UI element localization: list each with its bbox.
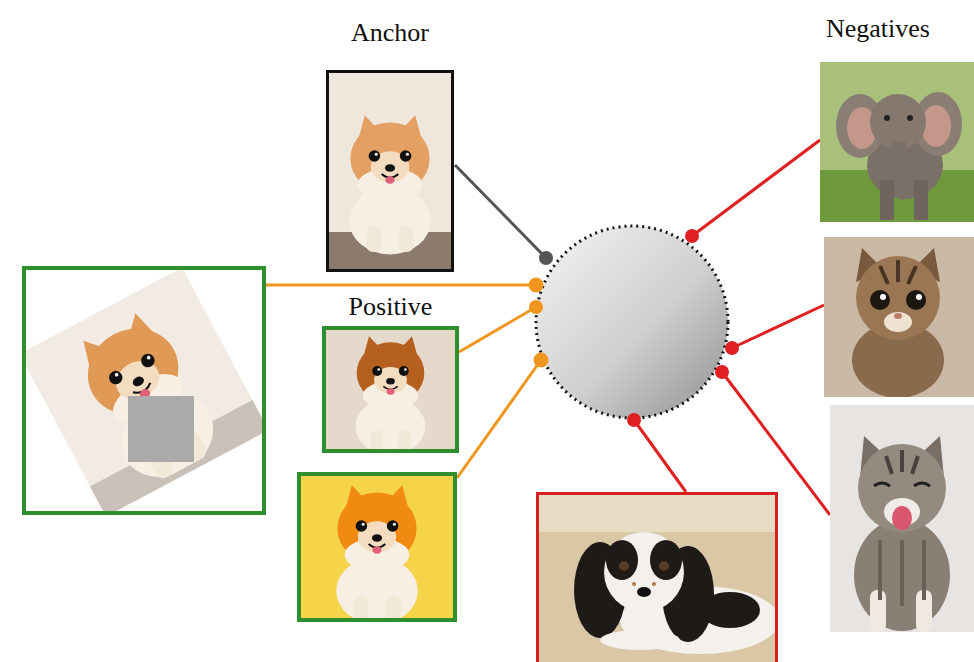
- augmented-photo-rotated-part-part-part: [24, 268, 264, 513]
- connector-dots-part: [725, 341, 739, 355]
- spaniel-photo-part-part: [632, 582, 636, 586]
- elephant-photo-part: [891, 140, 910, 200]
- kitten-photo-part: [824, 237, 974, 397]
- spaniel-photo: [536, 492, 780, 662]
- spaniel-photo-part: [536, 492, 778, 662]
- connector-lines-part: [457, 360, 541, 478]
- kitten-photo-part: [856, 256, 940, 340]
- positive-image-box: Positive: [322, 326, 459, 453]
- spaniel-photo-part-part: [650, 540, 682, 580]
- augmented-photo-rotated-part-part: [128, 396, 194, 462]
- augmented-photo-color-part: [297, 472, 457, 622]
- anchor-photo-part: [326, 70, 454, 272]
- elephant-photo: [820, 62, 974, 222]
- kitten-photo-part: [874, 483, 930, 486]
- augmented-photo-color-part: [299, 474, 455, 620]
- connector-lines-part: [634, 420, 686, 492]
- connector-lines-part: [459, 307, 536, 352]
- kitten-photo-part: [906, 290, 926, 310]
- elephant-photo-part: [880, 180, 894, 220]
- kitten-photo: [830, 405, 974, 632]
- elephant-photo-part: [884, 115, 890, 121]
- spaniel-photo-part: [538, 494, 777, 662]
- kitten-photo-part: [886, 450, 918, 474]
- spaniel-photo-part-part: [606, 540, 638, 580]
- spaniel-photo-part-part: [659, 561, 669, 571]
- group-heading: Negatives: [826, 14, 930, 44]
- spaniel-photo-part-part: [652, 582, 656, 586]
- embedding-sphere-part: [536, 226, 728, 418]
- connector-dots: [529, 229, 740, 427]
- anchor-photo-part: [349, 115, 431, 254]
- positive-photo-part: [356, 336, 426, 453]
- kitten-photo-part: [884, 312, 912, 332]
- elephant-photo-part: [907, 115, 913, 121]
- anchor-image-box: Anchor: [326, 70, 454, 272]
- kitten-photo-part: [830, 405, 974, 632]
- elephant-photo-part: [820, 62, 974, 222]
- augmented-photo-color: [297, 472, 457, 624]
- augmented-photo-rotated: [20, 266, 269, 516]
- connector-lines-part: [732, 305, 824, 348]
- kitten-photo: [824, 237, 974, 397]
- kitten-photo-part: [892, 506, 912, 530]
- kitten-photo-part: [880, 260, 916, 284]
- augmented-photo-rotated-part-part-part: [67, 305, 227, 493]
- kitten-photo-part: [854, 519, 950, 631]
- connector-lines-part: [266, 284, 536, 287]
- kitten-photo-part: [880, 540, 924, 606]
- spaniel-photo-part-part: [637, 587, 651, 597]
- spaniel-photo-part-part: [604, 532, 684, 612]
- spaniel-photo-part-part: [536, 492, 778, 532]
- kitten-photo-part: [858, 444, 946, 532]
- spaniel-photo-part-part: [619, 561, 629, 571]
- connector-dots-part: [534, 353, 549, 368]
- connector-lines-part: [692, 140, 820, 236]
- connector-dots-part: [539, 251, 553, 265]
- kitten-photo-part: [916, 294, 922, 300]
- positive-photo: [322, 326, 459, 453]
- connector-dots-part: [627, 413, 641, 427]
- kitten-photo-part: [894, 313, 902, 319]
- augmented-photo-rotated-part: [24, 268, 264, 513]
- anchor-photo: [326, 70, 454, 272]
- connector-lines-part: [455, 165, 546, 258]
- connector-dots-part: [685, 229, 699, 243]
- embedding-sphere: [536, 226, 728, 418]
- augmented-photo-rotated-part-part: [24, 268, 264, 513]
- elephant-photo-part: [914, 180, 928, 220]
- box-heading: Anchor: [351, 18, 429, 48]
- box-heading: Positive: [349, 292, 433, 322]
- kitten-photo-part: [880, 294, 886, 300]
- augmented-photo-rotated-part: [24, 268, 264, 513]
- spaniel-photo-part-part: [600, 630, 680, 650]
- connector-dots-part: [529, 278, 544, 293]
- kitten-photo-part: [870, 290, 890, 310]
- connector-dots-part: [529, 300, 543, 314]
- augmented-photo-color-part-part: [336, 485, 418, 622]
- connector-dots-part: [715, 365, 729, 379]
